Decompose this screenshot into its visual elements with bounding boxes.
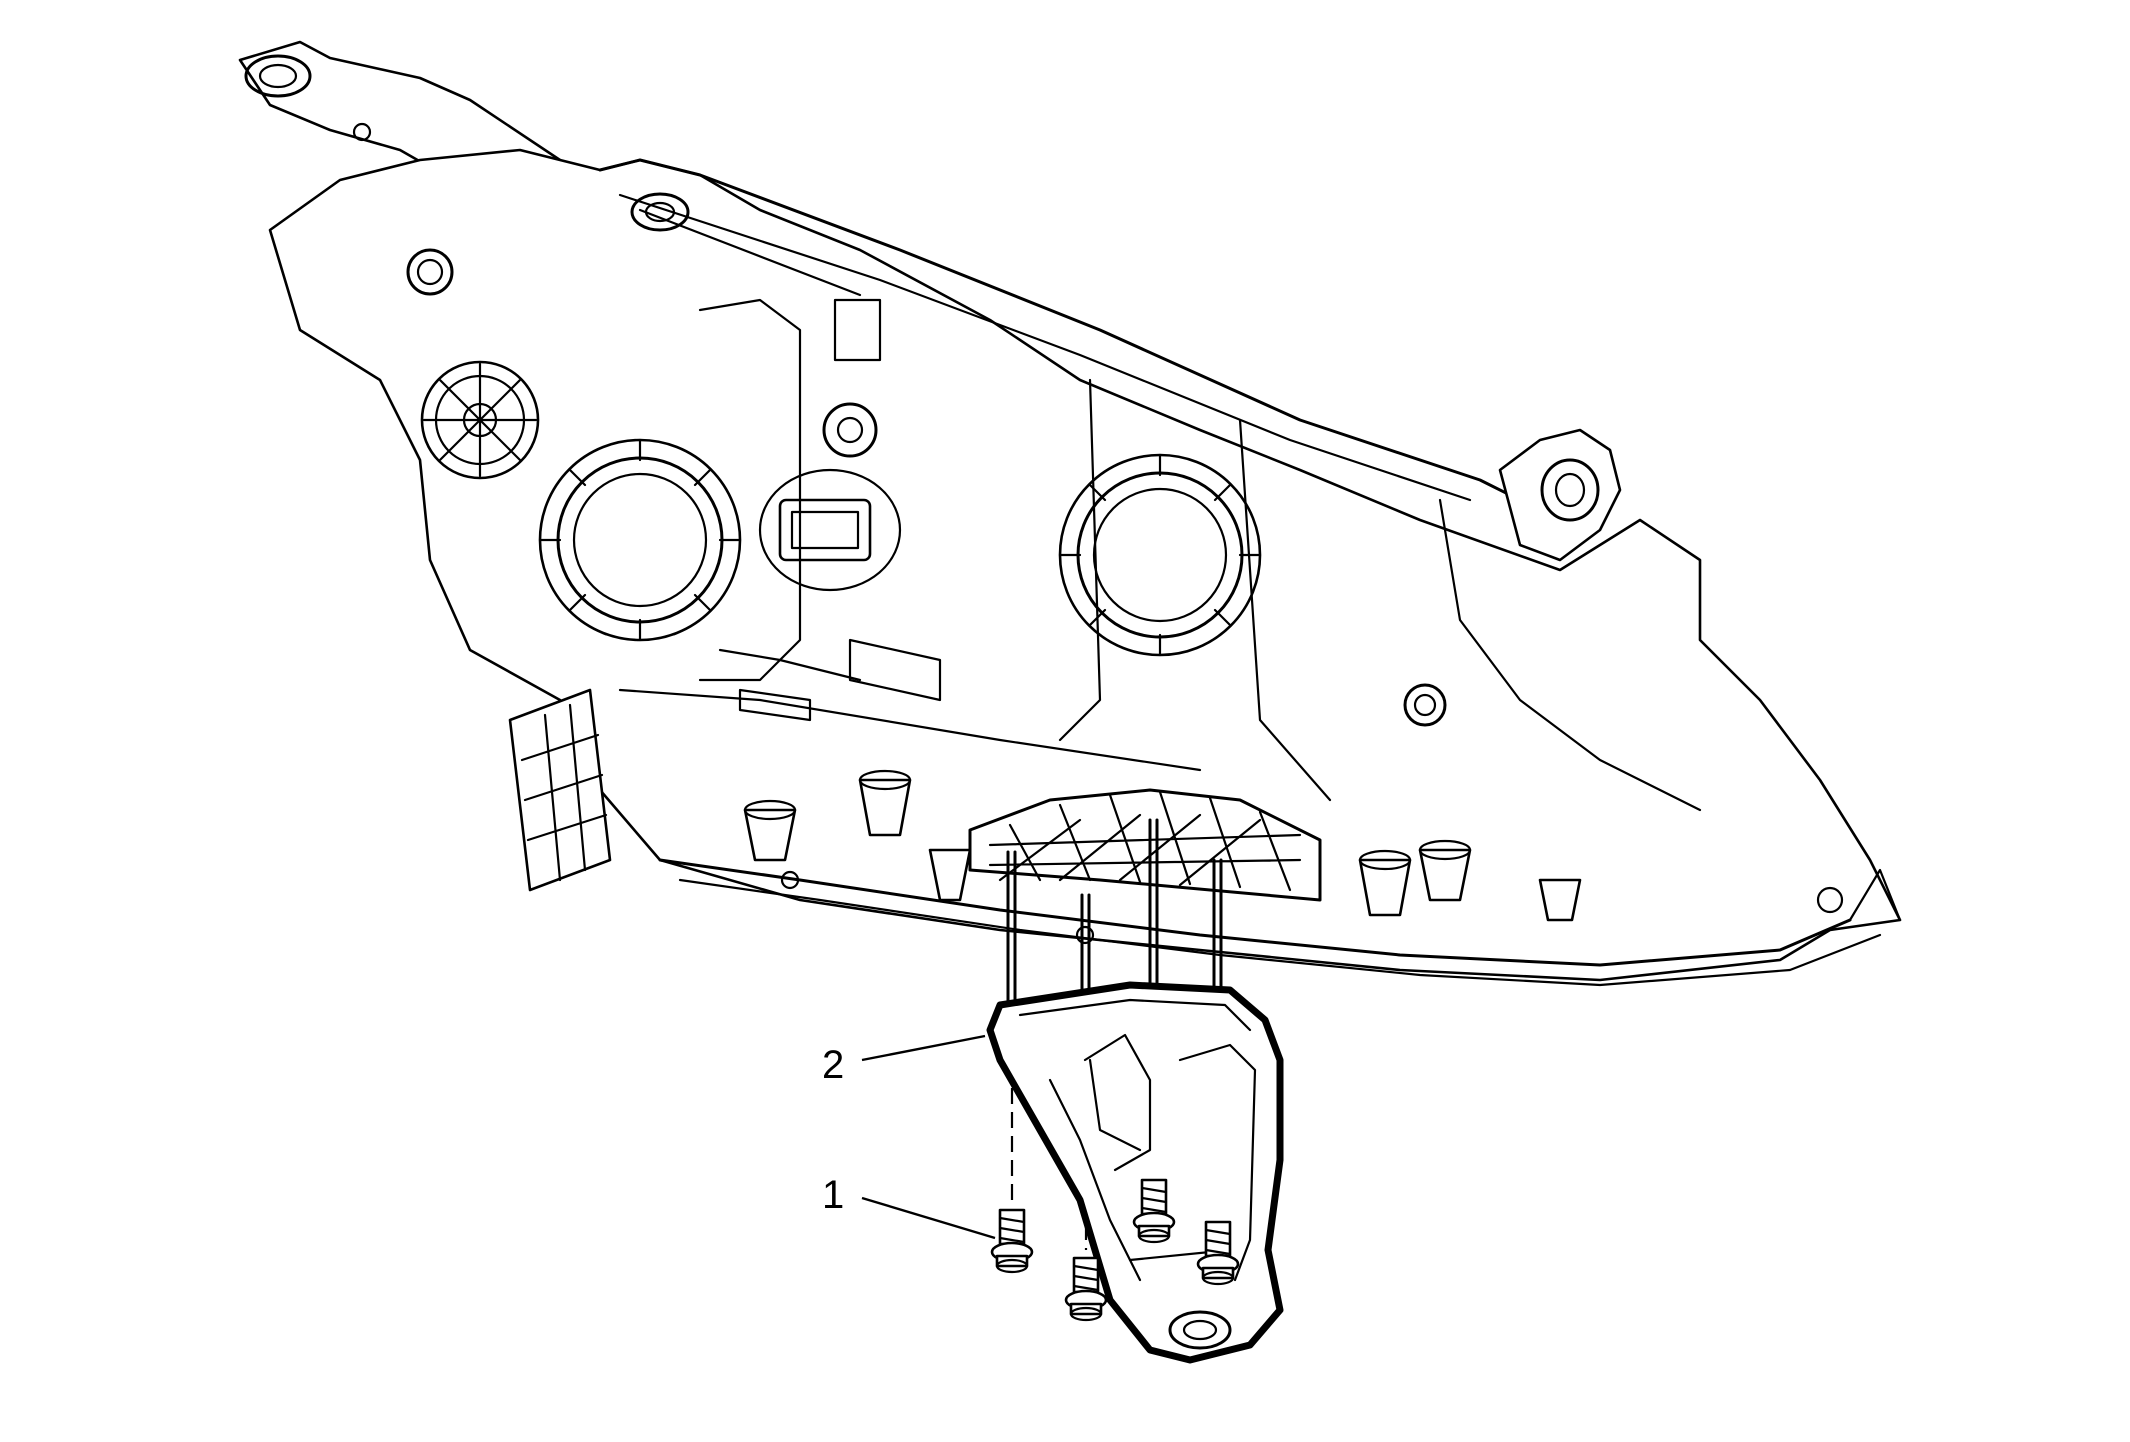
headlamp-housing	[238, 40, 1902, 987]
bolt-1	[990, 1208, 1034, 1274]
callout-2: 2	[822, 1034, 986, 1087]
callout-2-label: 2	[822, 1043, 844, 1087]
bolt-4	[1196, 1220, 1240, 1286]
callout-1: 1	[822, 1173, 996, 1240]
bolt-3	[1132, 1178, 1176, 1244]
callout-1-label: 1	[822, 1173, 844, 1217]
bolts	[990, 1178, 1240, 1322]
bolt-2	[1064, 1256, 1108, 1322]
bracket	[986, 981, 1284, 1364]
housing-lattice	[968, 788, 1322, 902]
housing-clips	[743, 769, 1582, 922]
